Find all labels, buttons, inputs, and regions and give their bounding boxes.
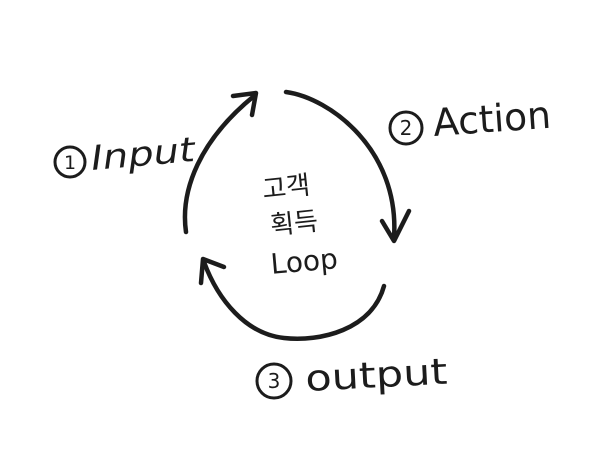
arrow-input-to-action (283, 89, 397, 241)
step-number: 1 (64, 152, 76, 174)
cycle-arrows (182, 89, 412, 341)
arrow-head-right (379, 208, 412, 244)
arrow-head-top (230, 90, 259, 118)
arrow-action-to-output (201, 259, 387, 341)
step-number: 3 (268, 369, 281, 393)
step-label: Input (89, 130, 198, 179)
center-line-2: 획득 (269, 207, 320, 242)
arrow-head-left (198, 256, 227, 286)
step-input: 1 Input (53, 130, 198, 179)
center-label: 고객 획득 Loop (261, 171, 339, 281)
arrow-output-to-input (182, 93, 257, 235)
center-line-1: 고객 (261, 171, 312, 206)
center-line-3: Loop (269, 242, 339, 281)
step-number-circle (53, 145, 87, 179)
step-output: 3 output (255, 352, 448, 400)
step-label: Action (432, 93, 553, 145)
step-number: 2 (400, 116, 413, 140)
step-label: output (304, 352, 448, 400)
step-action: 2 Action (388, 93, 553, 146)
step-number-circle (255, 362, 293, 400)
step-number-circle (388, 110, 424, 146)
